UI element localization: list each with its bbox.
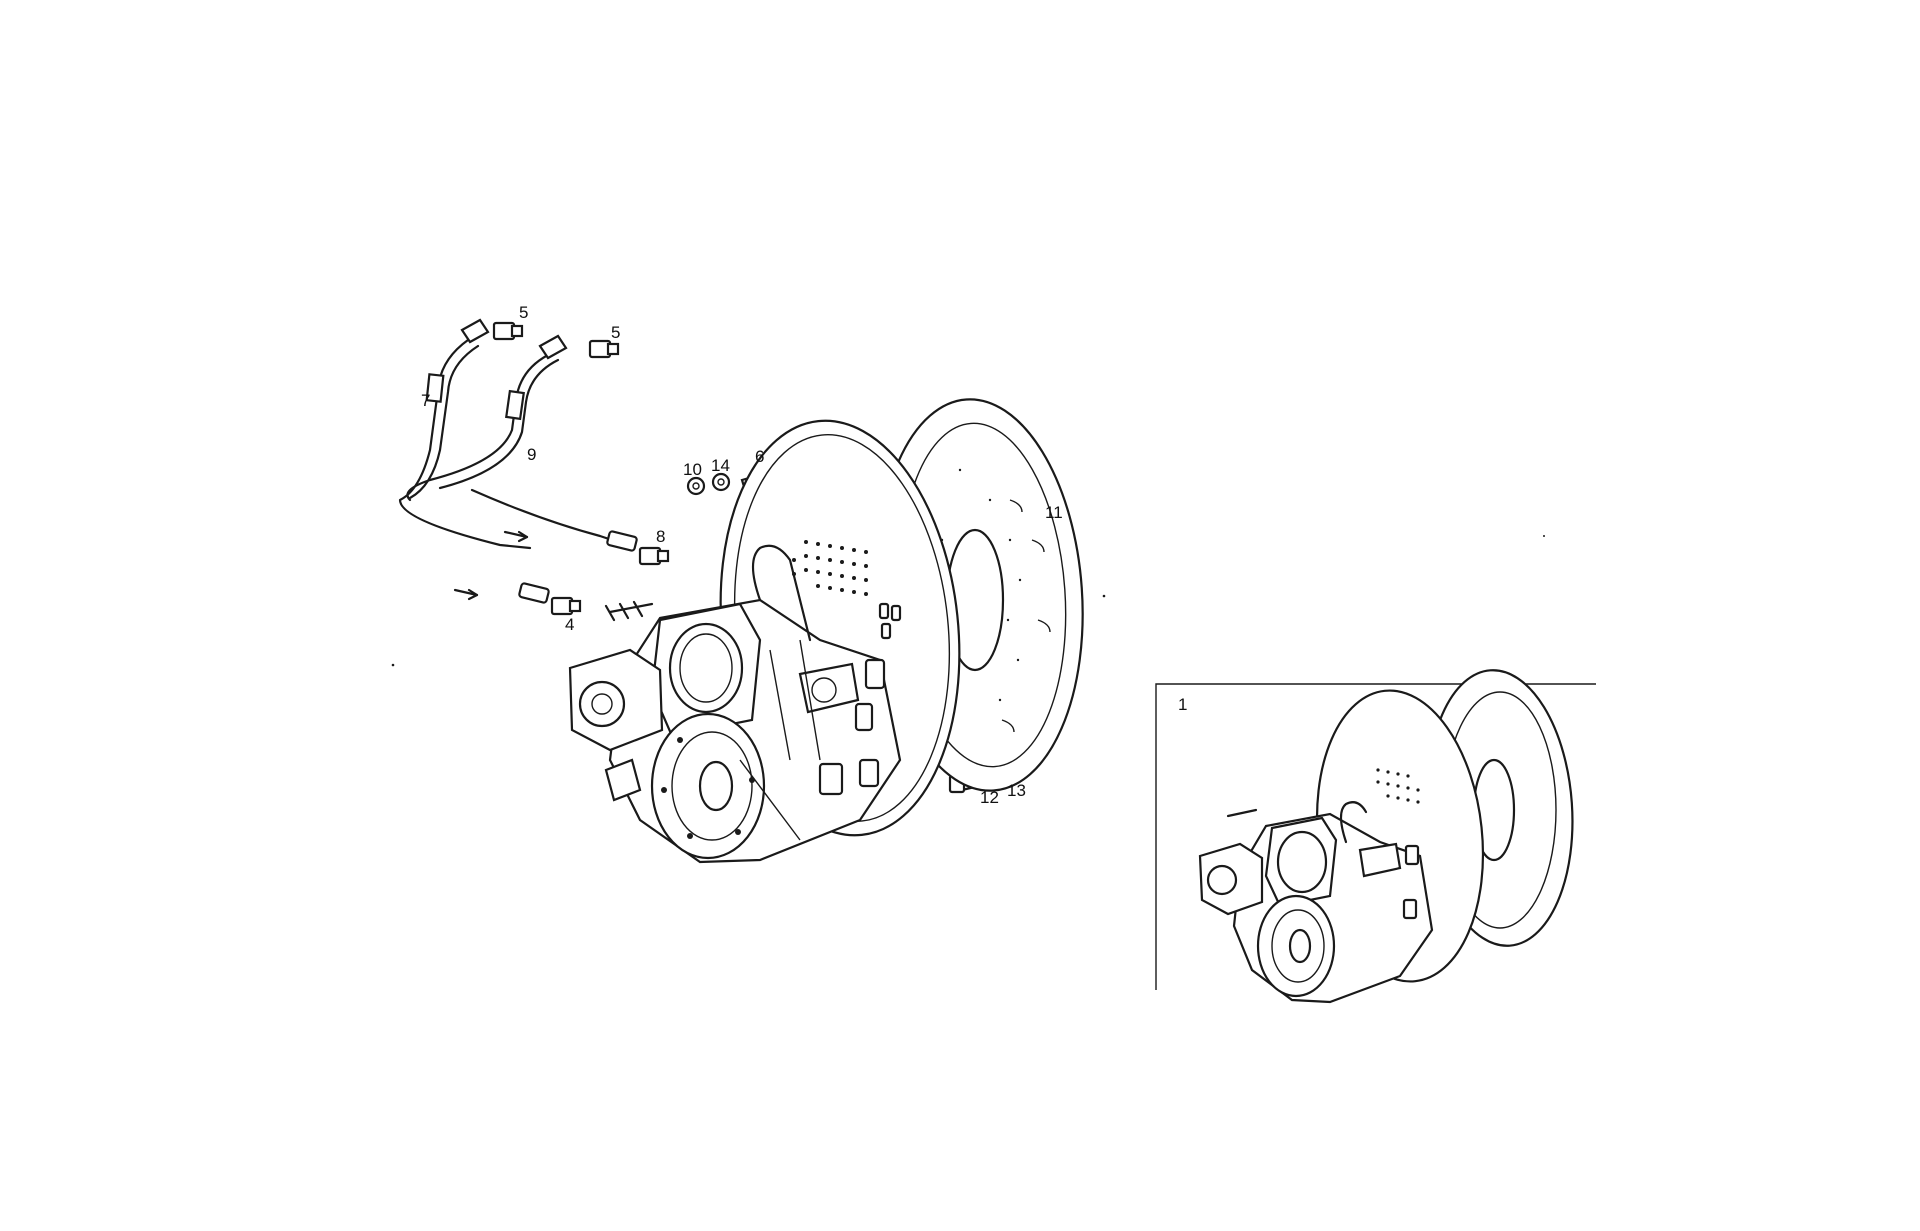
- callout-9: 9: [527, 445, 536, 464]
- scan-speck: [391, 663, 395, 667]
- inset-frame: [1155, 683, 1596, 990]
- fitting-8: [638, 546, 670, 566]
- scan-speck: [1102, 594, 1106, 598]
- callout-11: 11: [1045, 503, 1063, 522]
- washer-14: [711, 472, 731, 492]
- callout-1: 1: [1178, 695, 1187, 714]
- gearbox-housing: [568, 544, 902, 864]
- hose-end-fitting: [518, 530, 638, 604]
- callout-12: 12: [980, 788, 999, 807]
- flow-arrow-icon: [453, 530, 529, 601]
- callout-13: 13: [1007, 781, 1026, 800]
- fitting-4: [550, 596, 582, 616]
- callout-7: 7: [421, 391, 430, 410]
- callout-6: 6: [755, 447, 764, 466]
- scan-speck: [1543, 535, 1545, 537]
- nut-10: [686, 476, 706, 496]
- inset-assembly-view: [1198, 669, 1574, 1004]
- hose-9: [406, 334, 614, 542]
- callout-4: 4: [565, 615, 574, 634]
- fitting-5a: [492, 321, 524, 341]
- callout-5-top-left: 5: [519, 303, 528, 322]
- callout-5-top-right: 5: [611, 323, 620, 342]
- hose-7: [398, 318, 532, 550]
- callout-14: 14: [711, 456, 730, 475]
- callout-8: 8: [656, 527, 665, 546]
- callout-10: 10: [683, 460, 702, 479]
- fitting-5b: [588, 339, 620, 359]
